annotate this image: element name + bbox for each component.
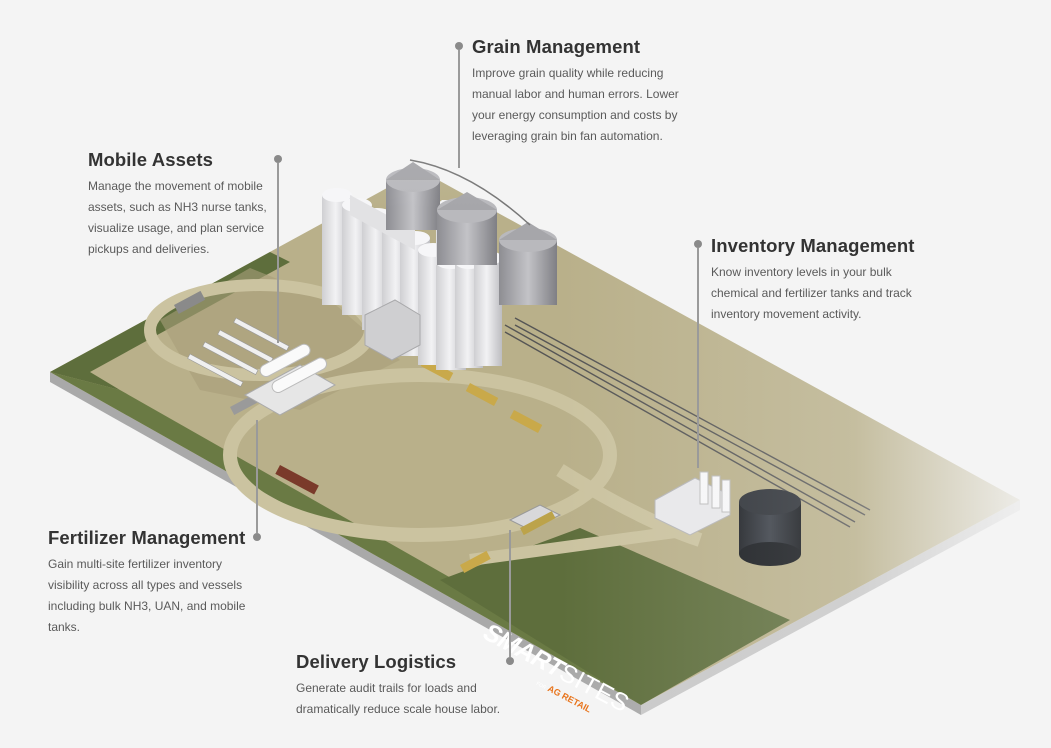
grain-management-body: Improve grain quality while reducing man…	[472, 66, 679, 143]
delivery-logistics-body: Generate audit trails for loads and dram…	[296, 681, 501, 716]
mobile-assets-title: Mobile Assets	[88, 149, 214, 170]
delivery-callout-line	[509, 530, 511, 657]
nurse-tanks	[187, 317, 290, 387]
fertilizer-callout-line	[256, 420, 258, 533]
mobile-assets-callout: Mobile Assets Manage the movement of mob…	[88, 149, 298, 260]
mobile-callout-line	[277, 163, 279, 343]
delivery-logistics-callout: Delivery Logistics Generate audit trails…	[296, 651, 521, 720]
fertilizer-callout-dot	[253, 533, 261, 541]
inventory-callout-dot	[694, 240, 702, 248]
mobile-callout-dot	[274, 155, 282, 163]
logo-for: FOR	[535, 680, 548, 692]
inventory-management-callout: Inventory Management Know inventory leve…	[711, 235, 936, 325]
grain-management-callout: Grain Management Improve grain quality w…	[472, 36, 702, 147]
fertilizer-management-title: Fertilizer Management	[48, 527, 246, 548]
inventory-management-title: Inventory Management	[711, 235, 915, 256]
fertilizer-management-body: Gain multi-site fertilizer inventory vis…	[48, 557, 246, 634]
inventory-callout-line	[697, 248, 699, 468]
grain-management-title: Grain Management	[472, 36, 641, 57]
delivery-callout-dot	[506, 657, 514, 665]
grain-callout-dot	[455, 42, 463, 50]
mobile-assets-body: Manage the movement of mobile assets, su…	[88, 179, 267, 256]
inventory-management-body: Know inventory levels in your bulk chemi…	[711, 265, 912, 321]
grain-callout-line	[458, 50, 460, 168]
fertilizer-management-callout: Fertilizer Management Gain multi-site fe…	[48, 527, 258, 638]
delivery-logistics-title: Delivery Logistics	[296, 651, 457, 672]
nh3-station	[243, 343, 337, 416]
